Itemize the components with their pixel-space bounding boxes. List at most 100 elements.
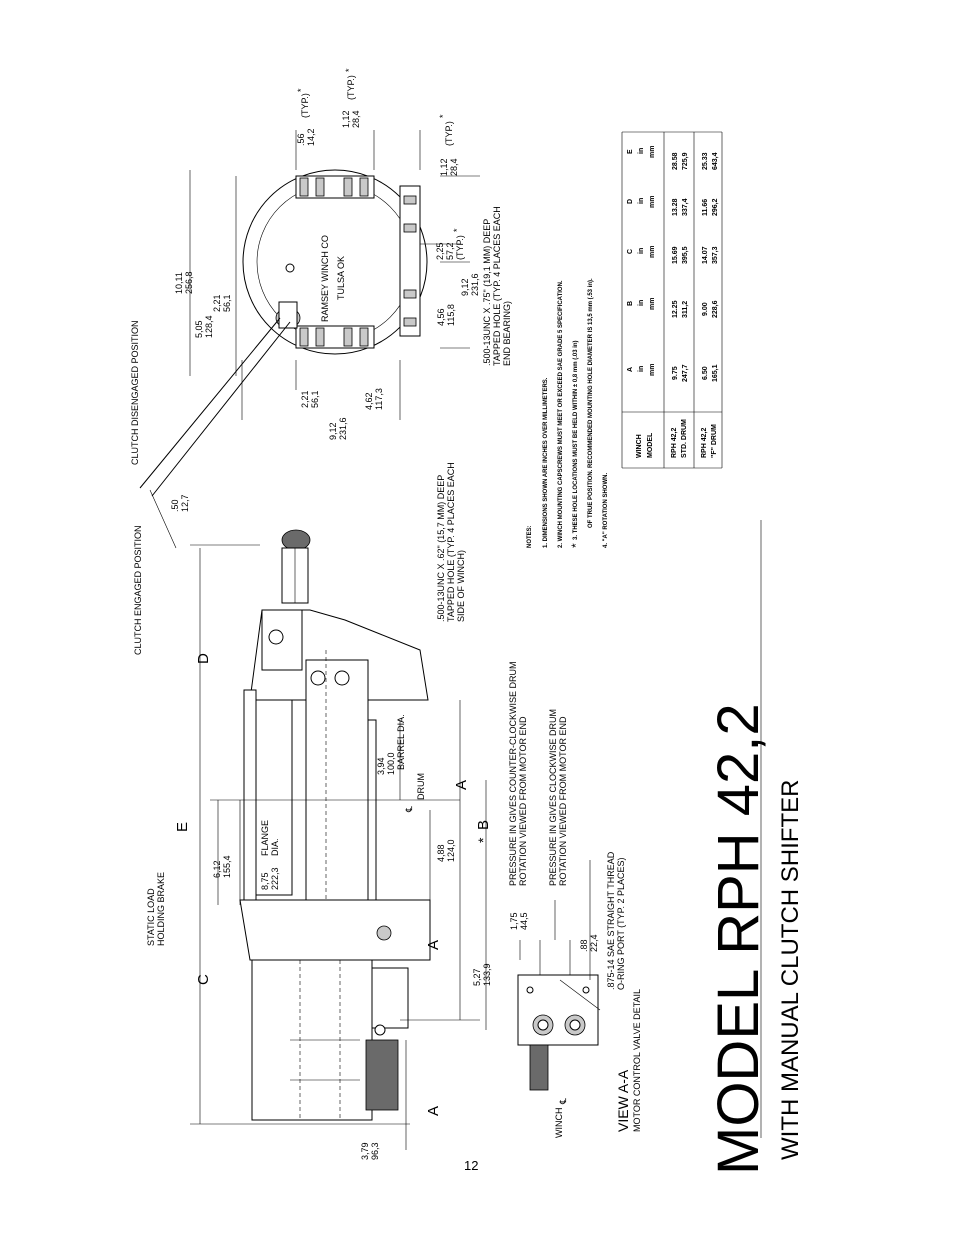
- svg-text:mm: mm: [649, 364, 656, 376]
- svg-text:(TYP.): (TYP.): [300, 93, 310, 118]
- svg-text:3,94: 3,94: [376, 757, 386, 775]
- end-view-drawing: RAMSEY WINCH CO TULSA OK: [139, 130, 480, 497]
- svg-text:228,6: 228,6: [712, 300, 719, 318]
- page-number: 12: [464, 1158, 478, 1173]
- valve-block: [517, 974, 599, 1046]
- svg-text:in: in: [638, 248, 645, 254]
- clutch-engaged-label: CLUTCH ENGAGED POSITION: [133, 525, 143, 655]
- svg-text:12,7: 12,7: [180, 494, 190, 512]
- svg-text:56,1: 56,1: [222, 294, 232, 312]
- sae-port-line2: O-RING PORT (TYP. 2 PLACES): [616, 857, 626, 990]
- model-title: MODEL RPH 42,2: [706, 703, 771, 1175]
- winch-cl-label: WINCH: [554, 1108, 564, 1139]
- dim-letter-d: D: [195, 653, 212, 664]
- svg-text:15.69: 15.69: [672, 246, 679, 264]
- svg-text:231,6: 231,6: [338, 417, 348, 440]
- svg-text:725,9: 725,9: [682, 152, 689, 170]
- svg-text:14,2: 14,2: [306, 128, 316, 146]
- section-letter-a-top: A: [425, 940, 442, 950]
- svg-text:357,3: 357,3: [712, 246, 719, 264]
- svg-text:5,05: 5,05: [194, 320, 204, 338]
- svg-text:6,12: 6,12: [212, 860, 222, 878]
- svg-text:256,8: 256,8: [184, 271, 194, 294]
- svg-text:165,1: 165,1: [712, 364, 719, 382]
- svg-text:22,4: 22,4: [589, 934, 599, 952]
- svg-text:D: D: [627, 199, 634, 204]
- svg-text:in: in: [638, 300, 645, 306]
- svg-text:28,4: 28,4: [449, 158, 459, 176]
- svg-text:57,2: 57,2: [445, 242, 455, 260]
- svg-text:4,62: 4,62: [364, 392, 374, 410]
- svg-text:13.28: 13.28: [672, 198, 679, 216]
- svg-text:44,5: 44,5: [519, 912, 529, 930]
- svg-text:115,8: 115,8: [446, 304, 456, 326]
- svg-text:14.07: 14.07: [702, 246, 709, 264]
- svg-text:4,88: 4,88: [436, 844, 446, 862]
- svg-text:10,11: 10,11: [174, 272, 184, 294]
- svg-text:1,12: 1,12: [439, 158, 449, 176]
- svg-text:"F" DRUM: "F" DRUM: [711, 424, 718, 458]
- svg-text:A: A: [627, 367, 634, 372]
- svg-text:1,12: 1,12: [341, 110, 351, 128]
- svg-text:*: *: [452, 228, 462, 232]
- dim-letter-b: B: [475, 820, 492, 830]
- svg-text:STD. DRUM: STD. DRUM: [681, 419, 688, 458]
- foot-plate-right: [399, 185, 421, 337]
- svg-text:*: *: [438, 114, 448, 118]
- note-3b: OF TRUE POSITION. RECOMMENDED MOUNTING H…: [588, 278, 594, 528]
- svg-text:8,75: 8,75: [260, 872, 270, 890]
- maker-label: RAMSEY WINCH CO: [320, 235, 330, 322]
- svg-text:2,25: 2,25: [435, 242, 445, 260]
- pressure-cw-line1: PRESSURE IN GIVES CLOCKWISE DRUM: [548, 709, 558, 886]
- svg-text:E: E: [627, 149, 634, 154]
- svg-text:133,9: 133,9: [482, 963, 492, 986]
- svg-text:.88: .88: [579, 939, 589, 952]
- dimension-table: WINCH MODEL RPH 42,2 STD. DRUM RPH 42,2 …: [621, 131, 723, 469]
- view-aa-label: VIEW A-A: [615, 1069, 631, 1132]
- svg-text:(TYP.): (TYP.): [444, 121, 454, 146]
- side-view-drawing: [149, 489, 487, 1150]
- pressure-cw-line2: ROTATION VIEWED FROM MOTOR END: [558, 716, 568, 886]
- dim-letter-e: E: [174, 822, 191, 832]
- svg-text:96,3: 96,3: [370, 1142, 380, 1160]
- end-tapped-note-1: .500-13UNC X .75" (19,1 MM) DEEP: [482, 219, 492, 366]
- svg-text:643,4: 643,4: [712, 152, 719, 170]
- side-tapped-note-1: .500-13UNC X .62" (15,7 MM) DEEP: [436, 475, 446, 622]
- note-2: 2. WINCH MOUNTING CAPSCREWS MUST MEET OR…: [558, 280, 564, 548]
- end-tapped-note-3: END BEARING): [502, 301, 512, 366]
- svg-text:28,4: 28,4: [351, 110, 361, 128]
- svg-text:2,21: 2,21: [300, 390, 310, 408]
- valve-detail-labels: PRESSURE IN GIVES COUNTER-CLOCKWISE DRUM…: [508, 661, 642, 1138]
- svg-text:231,6: 231,6: [470, 273, 480, 296]
- note-4: 4. "A" ROTATION SHOWN.: [603, 473, 609, 548]
- svg-text:*: *: [569, 543, 583, 548]
- holding-brake-label: HOLDING BRAKE: [156, 872, 166, 946]
- svg-text:124,0: 124,0: [446, 839, 456, 862]
- barrel-dia-label: BARREL DIA.: [396, 714, 406, 770]
- mount-flange-bottom: [295, 325, 375, 349]
- svg-text:(TYP.): (TYP.): [455, 235, 465, 260]
- city-label: TULSA OK: [336, 256, 346, 300]
- side-tapped-note-3: SIDE OF WINCH): [456, 550, 466, 622]
- dim-letter-c: C: [195, 974, 212, 985]
- svg-text:100,0: 100,0: [386, 752, 396, 775]
- svg-text:2,21: 2,21: [212, 294, 222, 312]
- title-block: MODEL RPH 42,2 WITH MANUAL CLUTCH SHIFTE…: [706, 520, 804, 1175]
- svg-text:mm: mm: [649, 146, 656, 158]
- svg-text:28.58: 28.58: [672, 152, 679, 170]
- drum-label: DRUM: [416, 773, 426, 800]
- clutch-lever: [139, 263, 301, 497]
- end-tapped-note-2: TAPPED HOLE (TYP. 4 PLACES EACH: [492, 206, 502, 366]
- svg-text:6.50: 6.50: [702, 366, 709, 380]
- svg-text:(TYP.): (TYP.): [346, 75, 356, 100]
- svg-text:RPH 42,2: RPH 42,2: [701, 428, 708, 458]
- svg-text:155,4: 155,4: [222, 855, 232, 878]
- svg-text:℄: ℄: [558, 1098, 568, 1105]
- svg-text:296,2: 296,2: [712, 198, 719, 216]
- section-letter-a-bottom: A: [425, 1106, 442, 1116]
- svg-text:9.75: 9.75: [672, 366, 679, 380]
- svg-text:4,56: 4,56: [436, 308, 446, 326]
- svg-text:9,12: 9,12: [328, 422, 338, 440]
- svg-text:337,4: 337,4: [682, 198, 689, 216]
